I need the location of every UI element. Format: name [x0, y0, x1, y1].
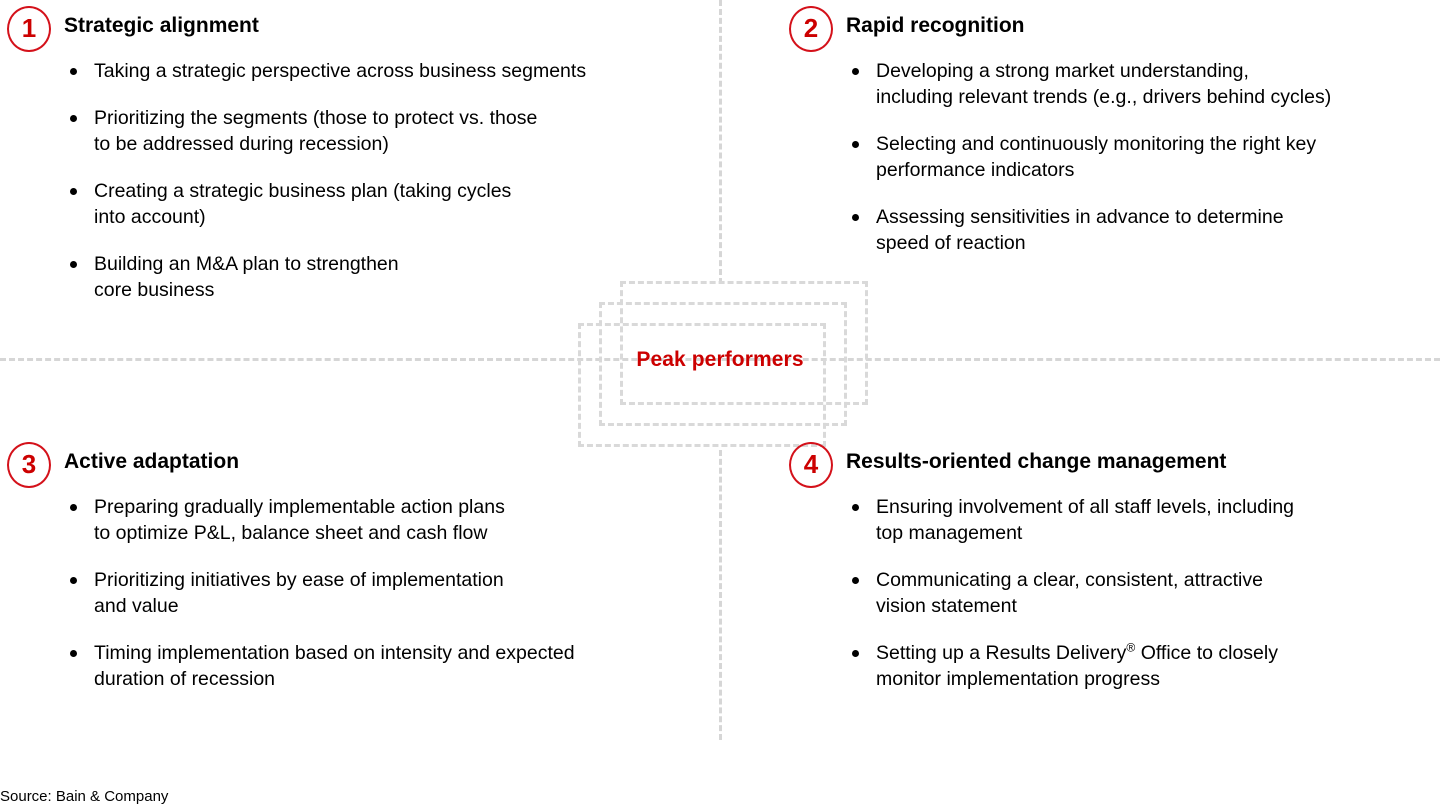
quadrant-4: 4 Results-oriented change management Ens… — [782, 436, 1440, 690]
bullet-dot-icon — [70, 650, 77, 657]
bullet-line: duration of recession — [94, 668, 276, 690]
quadrant-2-title: Rapid recognition — [846, 14, 1025, 37]
quadrant-3: 3 Active adaptation Preparing gradually … — [0, 436, 716, 690]
bullet-line: speed of reaction — [876, 232, 1026, 254]
bullet-line: Building an M&A plan to strengthen — [94, 253, 399, 275]
bullet-line: Preparing gradually implementable action… — [94, 496, 505, 518]
source-note: Source: Bain & Company — [0, 788, 169, 805]
quadrant-3-number-badge: 3 — [7, 442, 51, 488]
vertical-divider-top — [719, 0, 722, 284]
bullet-item: Selecting and continuously monitoring th… — [848, 131, 1440, 183]
center-label: Peak performers — [636, 348, 804, 371]
bullet-item: Communicating a clear, consistent, attra… — [848, 567, 1440, 619]
bullet-item: Preparing gradually implementable action… — [66, 494, 706, 546]
quadrant-3-title: Active adaptation — [64, 450, 240, 473]
bullet-line: Communicating a clear, consistent, attra… — [876, 569, 1263, 591]
bullet-line: Prioritizing the segments (those to prot… — [94, 107, 538, 129]
bullet-line: to optimize P&L, balance sheet and cash … — [94, 522, 488, 544]
bullet-item: Building an M&A plan to strengthen core b… — [66, 251, 706, 303]
bullet-dot-icon — [70, 115, 77, 122]
bullet-line: Setting up a Results Delivery® Office to… — [876, 640, 1278, 664]
bullet-item: Creating a strategic business plan (taki… — [66, 178, 706, 230]
quadrant-1-bullet-list: Taking a strategic perspective across bu… — [66, 58, 706, 303]
bullet-line: including relevant trends (e.g., drivers… — [876, 86, 1332, 108]
quadrant-4-title: Results-oriented change management — [846, 450, 1227, 473]
bullet-item: Prioritizing initiatives by ease of impl… — [66, 567, 706, 619]
quadrant-1: 1 Strategic alignment Taking a strategic… — [0, 0, 716, 301]
bullet-dot-icon — [70, 577, 77, 584]
quadrant-4-number: 4 — [803, 449, 819, 479]
bullet-item: Developing a strong market understanding… — [848, 58, 1440, 110]
bullet-item: Taking a strategic perspective across bu… — [66, 58, 706, 84]
bullet-item: Assessing sensitivities in advance to de… — [848, 204, 1440, 256]
bullet-line: Taking a strategic perspective across bu… — [94, 60, 587, 82]
quadrant-4-number-badge: 4 — [789, 442, 833, 488]
bullet-line: and value — [94, 595, 179, 617]
bullet-item: Prioritizing the segments (those to prot… — [66, 105, 706, 157]
bullet-dot-icon — [70, 504, 77, 511]
bullet-line: performance indicators — [876, 159, 1075, 181]
bullet-item: Ensuring involvement of all staff levels… — [848, 494, 1440, 546]
horizontal-divider — [0, 358, 1440, 361]
bullet-item: Setting up a Results Delivery® Office to… — [848, 640, 1440, 692]
quadrant-2-bullet-list: Developing a strong market understanding… — [848, 58, 1440, 256]
quadrant-1-number: 1 — [21, 13, 37, 43]
quadrant-1-title: Strategic alignment — [64, 14, 259, 37]
bullet-dot-icon — [852, 214, 859, 221]
quadrant-2-number-badge: 2 — [789, 6, 833, 52]
bullet-line: into account) — [94, 206, 206, 228]
dashed-box-front — [578, 323, 826, 447]
bullet-dot-icon — [852, 68, 859, 75]
quadrant-3-header: 3 Active adaptation — [0, 436, 716, 488]
vertical-divider-bottom — [719, 450, 722, 740]
quadrant-4-bullet-list: Ensuring involvement of all staff levels… — [848, 494, 1440, 692]
bullet-line: top management — [876, 522, 1023, 544]
bullet-dot-icon — [852, 577, 859, 584]
bullet-line: Timing implementation based on intensity… — [94, 642, 575, 664]
bullet-line: to be addressed during recession) — [94, 133, 389, 155]
bullet-line: core business — [94, 279, 215, 301]
bullet-line: Creating a strategic business plan (taki… — [94, 180, 512, 202]
bullet-dot-icon — [70, 261, 77, 268]
bullet-dot-icon — [852, 504, 859, 511]
quadrant-4-header: 4 Results-oriented change management — [782, 436, 1440, 488]
quadrant-3-number: 3 — [21, 449, 37, 479]
bullet-dot-icon — [852, 650, 859, 657]
bullet-line: Assessing sensitivities in advance to de… — [876, 206, 1284, 228]
quadrant-2-header: 2 Rapid recognition — [782, 0, 1440, 52]
bullet-dot-icon — [70, 68, 77, 75]
quadrant-1-header: 1 Strategic alignment — [0, 0, 716, 52]
quadrant-1-number-badge: 1 — [7, 6, 51, 52]
bullet-line: Selecting and continuously monitoring th… — [876, 133, 1317, 155]
bullet-item: Timing implementation based on intensity… — [66, 640, 706, 692]
registered-trademark-icon: ® — [1126, 640, 1136, 655]
quadrant-2-number: 2 — [803, 13, 819, 43]
bullet-dot-icon — [70, 188, 77, 195]
quadrant-2: 2 Rapid recognition Developing a strong … — [782, 0, 1440, 254]
bullet-line: vision statement — [876, 595, 1017, 617]
quadrant-3-bullet-list: Preparing gradually implementable action… — [66, 494, 706, 692]
bullet-line: Developing a strong market understanding… — [876, 60, 1249, 82]
bullet-line: monitor implementation progress — [876, 668, 1160, 690]
bullet-line: Prioritizing initiatives by ease of impl… — [94, 569, 504, 591]
bullet-line: Ensuring involvement of all staff levels… — [876, 496, 1295, 518]
bullet-dot-icon — [852, 141, 859, 148]
